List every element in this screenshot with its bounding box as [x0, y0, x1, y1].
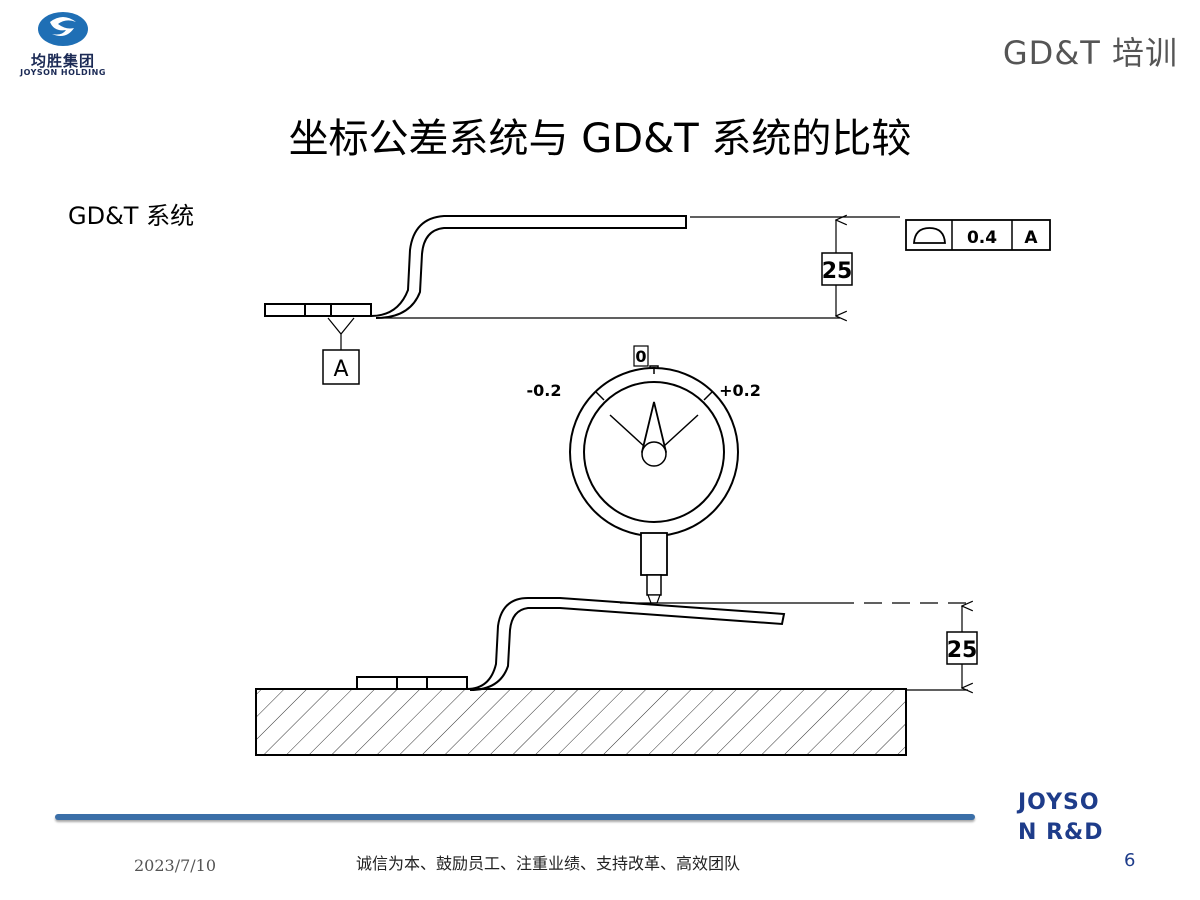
datum-label: A	[333, 357, 348, 382]
datum-feature	[322, 317, 360, 385]
bottom-dimension-box: 25	[946, 631, 978, 665]
footer-slogan: 诚信为本、鼓励员工、注重业绩、支持改革、高效团队	[356, 854, 741, 873]
logo-english-name: JOYSON HOLDING	[20, 68, 106, 77]
fcf-tolerance: 0.4	[967, 228, 997, 248]
brand-line-2: N R&D	[1018, 820, 1104, 845]
page-number: 6	[1124, 850, 1136, 871]
logo-chinese-name: 均胜集团	[30, 52, 95, 70]
top-bent-part	[264, 215, 687, 319]
dial-indicator	[569, 365, 739, 604]
surface-profile-icon	[913, 227, 946, 244]
top-dimension-value: 25	[822, 259, 853, 284]
section-label: GD&T 系统	[68, 202, 195, 230]
gauge-plus-label: +0.2	[719, 381, 761, 400]
footer-brand: JOYSO N R&D	[1018, 788, 1128, 848]
zero-label-box	[633, 345, 649, 367]
bottom-dimension-value: 25	[947, 638, 978, 663]
gauge-zero-label: 0	[635, 347, 646, 366]
footer-divider	[55, 814, 975, 820]
surface-plate	[255, 688, 907, 756]
joyson-logo-icon	[38, 12, 88, 46]
top-dimension-box: 25	[821, 252, 853, 286]
gauge-minus-label: -0.2	[527, 381, 562, 400]
footer-date: 2023/7/10	[134, 856, 217, 875]
feature-control-frame: 0.4 A	[905, 219, 1051, 251]
company-logo: 均胜集团 JOYSON HOLDING	[8, 10, 118, 78]
header-title: GD&T 培训	[1002, 34, 1178, 72]
fcf-datum: A	[1024, 228, 1038, 248]
bottom-bent-part	[356, 597, 786, 691]
brand-line-1: JOYSO	[1018, 790, 1100, 815]
slide-title: 坐标公差系统与 GD&T 系统的比较	[288, 116, 912, 162]
